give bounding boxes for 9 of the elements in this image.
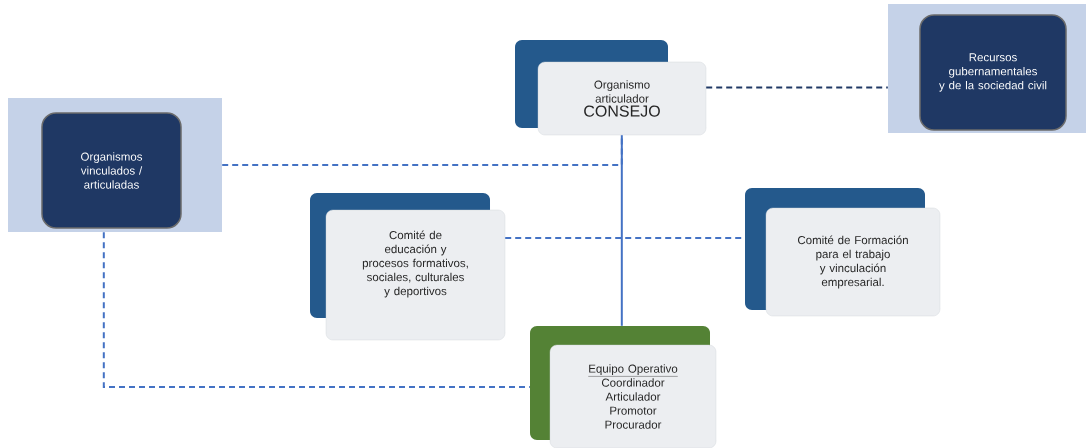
- process-box: Comité de educación y procesos formativos, sociales, culturales y deportivos: [310, 193, 506, 341]
- connector-line: [705, 86, 889, 89]
- process-box: Comité de Formación para el trabajo y vinculación empresarial.: [745, 188, 941, 317]
- connector-line: [102, 231, 531, 388]
- process-box: Recursos gubernamentales y de la sociedad civil: [919, 14, 1067, 131]
- process-box: Organismo articulador CONSEJO: [515, 40, 707, 136]
- process-box: Equipo Operativo Coordinador Articulador Promotor Procurador: [530, 326, 717, 448]
- process-box: Organismos vinculados / articuladas: [41, 112, 182, 229]
- connector-line: [620, 134, 623, 327]
